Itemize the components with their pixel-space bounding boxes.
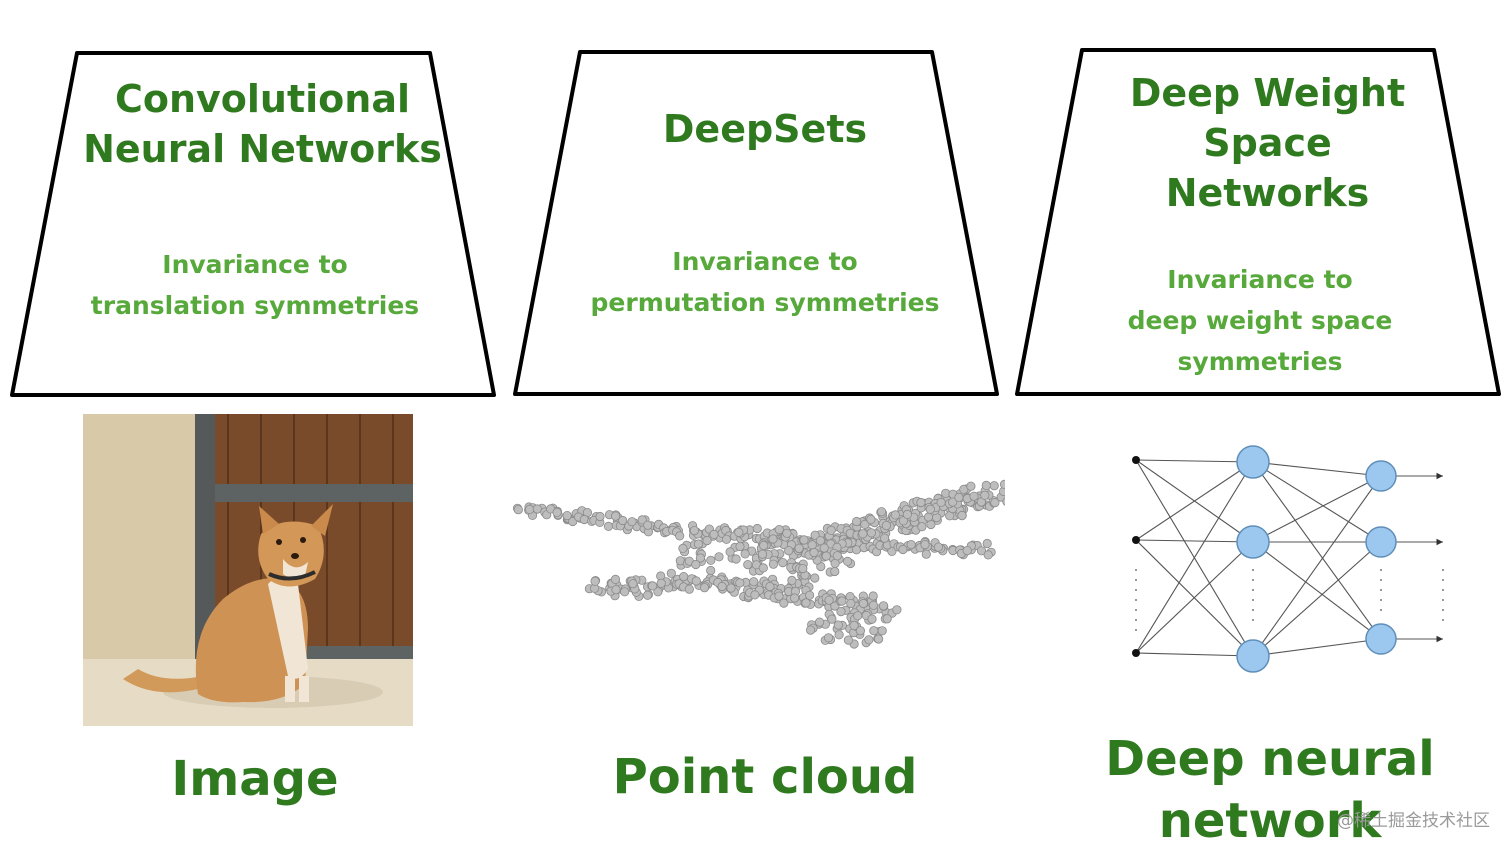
deepsets-subtitle: Invariance to permutation symmetries	[590, 247, 940, 317]
trapezoid-dws	[1015, 48, 1501, 396]
label-image: Image	[171, 751, 339, 807]
deepsets-title: DeepSets	[662, 107, 868, 151]
neural-network-diagram	[1132, 445, 1444, 673]
cnn-title: Convolutional Neural Networks	[83, 77, 442, 171]
dog-photo	[83, 414, 413, 726]
cnn-subtitle: Invariance to translation symmetries	[90, 250, 420, 320]
label-deep-neural-network: Deep neural network	[1105, 731, 1435, 849]
airplane-point-cloud	[512, 479, 1005, 649]
label-point-cloud: Point cloud	[612, 749, 918, 805]
dws-subtitle: Invariance to deep weight space symmetri…	[1127, 265, 1393, 376]
trapezoid-deepsets	[513, 50, 999, 396]
watermark: @稀土掘金技术社区	[1337, 811, 1490, 831]
dws-title: Deep Weight Space Networks	[1129, 71, 1406, 215]
trapezoid-cnn	[10, 51, 496, 397]
